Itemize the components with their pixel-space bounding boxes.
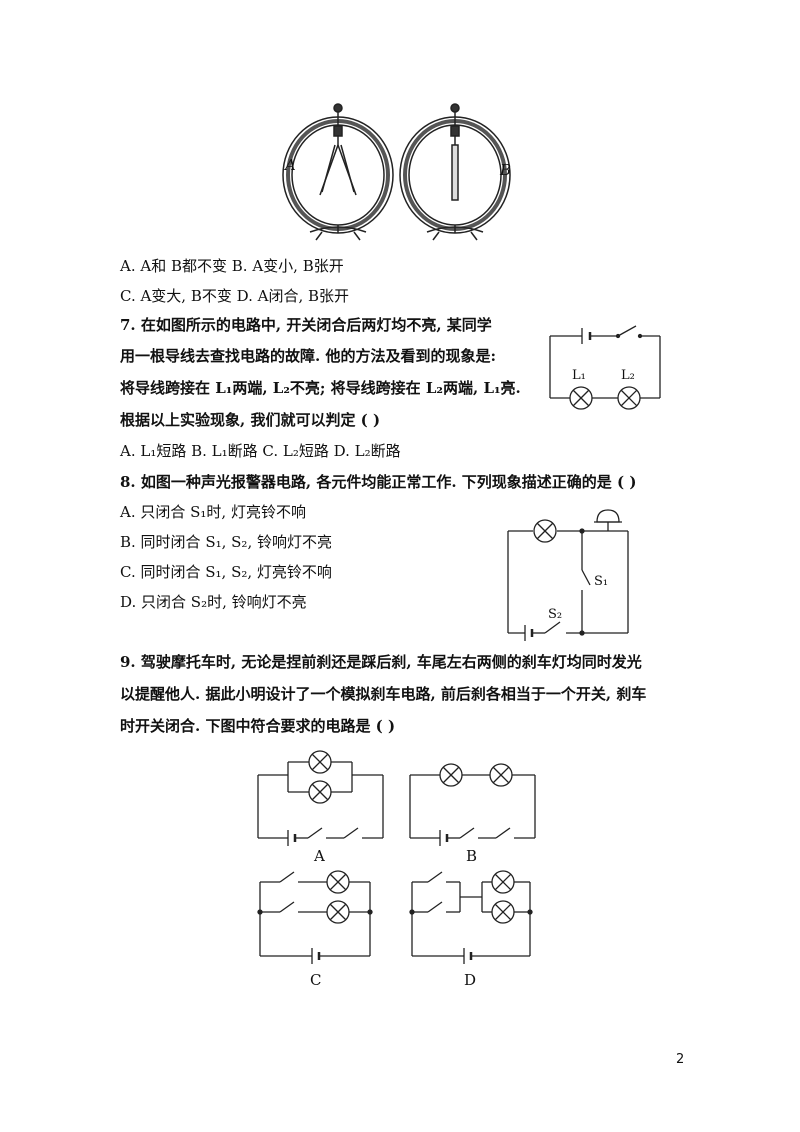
q8-stem: 8. 如图一种声光报警器电路, 各元件均能正常工作. 下列现象描述正确的是 ( …	[120, 473, 637, 491]
q9-circuit-label-c: C	[310, 971, 322, 989]
q7-stem-line2: 用一根导线去查找电路的故障. 他的方法及看到的现象是:	[120, 347, 496, 365]
q9-circuit-label-d: D	[464, 971, 477, 989]
q8-option-d: D. 只闭合 S₂时, 铃响灯不亮	[120, 593, 307, 611]
q7-stem-line3: 将导线跨接在 L₁两端, L₂不亮; 将导线跨接在 L₂两端, L₁亮.	[120, 379, 521, 397]
q9-circuit-label-a: A	[314, 847, 325, 865]
q6-options-line2: C. A变大, B不变 D. A闭合, B张开	[120, 287, 350, 305]
page-number: 2	[676, 1052, 685, 1067]
q8-option-c: C. 同时闭合 S₁, S₂, 灯亮铃不响	[120, 563, 332, 581]
electroscope-label-a: A	[285, 156, 296, 174]
q7-stem-line4: 根据以上实验现象, 我们就可以判定 ( )	[120, 411, 381, 429]
q9-circuit-options-diagram	[257, 750, 536, 964]
q8-option-b: B. 同时闭合 S₁, S₂, 铃响灯不亮	[120, 533, 332, 551]
q8-option-a: A. 只闭合 S₁时, 灯亮铃不响	[120, 503, 306, 521]
electroscope-figure	[282, 103, 511, 241]
electroscope-label-b: B	[500, 161, 512, 179]
q7-lamp-label-1: L₁	[572, 368, 586, 383]
q7-circuit-diagram	[549, 325, 661, 410]
q7-lamp-label-2: L₂	[621, 368, 635, 383]
q8-switch-label-2: S₂	[548, 607, 563, 622]
q8-alarm-circuit-diagram	[507, 509, 629, 641]
q9-stem-line3: 时开关闭合. 下图中符合要求的电路是 ( )	[120, 717, 396, 735]
q8-switch-label-1: S₁	[594, 574, 609, 589]
q6-options-line1: A. A和 B都不变 B. A变小, B张开	[120, 257, 344, 275]
q7-stem-line1: 7. 在如图所示的电路中, 开关闭合后两灯均不亮, 某同学	[120, 316, 492, 334]
q9-stem-line1: 9. 驾驶摩托车时, 无论是捏前刹还是踩后刹, 车尾左右两侧的刹车灯均同时发光	[120, 653, 642, 671]
q9-circuit-label-b: B	[466, 847, 478, 865]
q9-stem-line2: 以提醒他人. 据此小明设计了一个模拟刹车电路, 前后刹各相当于一个开关, 刹车	[120, 685, 647, 703]
q7-options: A. L₁短路 B. L₁断路 C. L₂短路 D. L₂断路	[120, 442, 401, 460]
